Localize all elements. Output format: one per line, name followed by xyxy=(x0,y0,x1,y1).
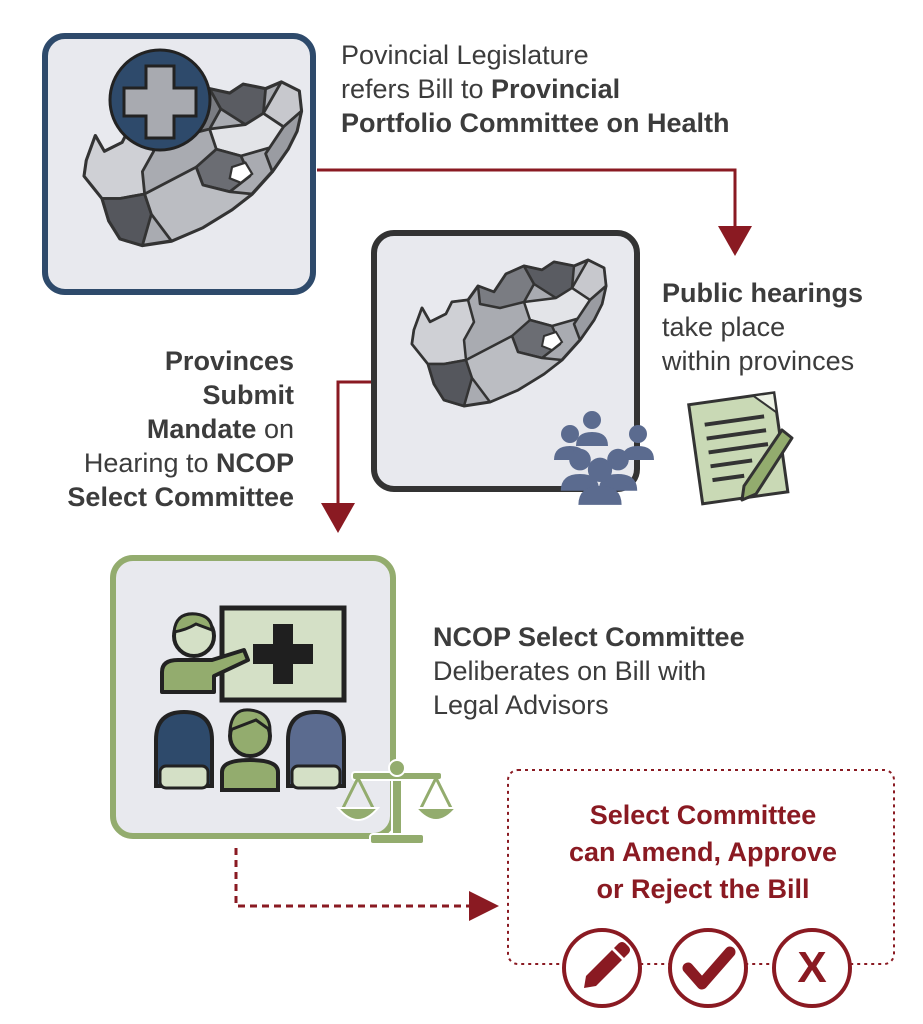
mandate-line1: Provinces xyxy=(14,344,294,378)
approve-action-icon xyxy=(668,928,748,1008)
step2-line1: Public hearings xyxy=(662,276,863,310)
mandate-line3-normal: on xyxy=(256,414,294,444)
outcome-title-line3: or Reject the Bill xyxy=(596,874,810,904)
step1-line2: refers Bill to Provincial xyxy=(341,72,730,106)
x-icon: X xyxy=(797,943,827,992)
mandate-line2: Submit xyxy=(14,378,295,412)
step2-line2: take place xyxy=(662,312,786,342)
step1-line3-bold: Portfolio Committee on Health xyxy=(341,108,730,138)
step1-panel xyxy=(42,33,316,295)
step1-line3: Portfolio Committee on Health xyxy=(341,106,730,140)
mandate-text: Provinces Submit Mandate on Hearing to N… xyxy=(14,344,294,514)
step1-text: Povincial Legislature refers Bill to Pro… xyxy=(341,38,730,140)
mandate-line5-bold: Select Committee xyxy=(67,482,294,512)
mandate-line4-normal: Hearing to xyxy=(83,448,216,478)
outcome-box xyxy=(507,769,895,1008)
mandate-line3: Mandate on xyxy=(14,412,294,446)
outcome-title-line2: can Amend, Approve xyxy=(568,837,838,867)
step3-text: NCOP Select Committee Deliberates on Bil… xyxy=(433,620,745,722)
step2-text: Public hearings take place within provin… xyxy=(662,276,863,378)
mandate-line4: Hearing to NCOP xyxy=(14,446,294,480)
step1-line2-bold: Provincial xyxy=(491,74,621,104)
step1-line1: Povincial Legislature xyxy=(341,40,589,70)
step3-panel xyxy=(110,555,459,845)
step3-line3: Legal Advisors xyxy=(433,690,609,720)
step1-line2-normal: refers Bill to xyxy=(341,74,492,104)
outcome-title: Select Committee can Amend, Approve or R… xyxy=(512,797,894,908)
mandate-line5: Select Committee xyxy=(14,480,294,514)
outcome-title-line1: Select Committee xyxy=(589,800,817,830)
connector-arrows xyxy=(234,168,752,921)
mandate-line2-bold: Submit xyxy=(202,380,295,410)
step2-line3: within provinces xyxy=(662,346,855,376)
step3-line1: NCOP Select Committee xyxy=(433,620,745,654)
mandate-line3-bold: Mandate xyxy=(146,414,257,444)
step2-panel xyxy=(371,230,794,506)
scales-icon xyxy=(335,759,459,845)
reject-action-icon xyxy=(772,928,852,1008)
mandate-line4-bold: NCOP xyxy=(215,448,294,478)
step3-line2: Deliberates on Bill with xyxy=(433,656,707,686)
mandate-line1-bold: Provinces xyxy=(164,346,294,376)
step3-line1-bold: NCOP Select Committee xyxy=(433,622,745,652)
step2-line1-bold: Public hearings xyxy=(662,278,864,308)
